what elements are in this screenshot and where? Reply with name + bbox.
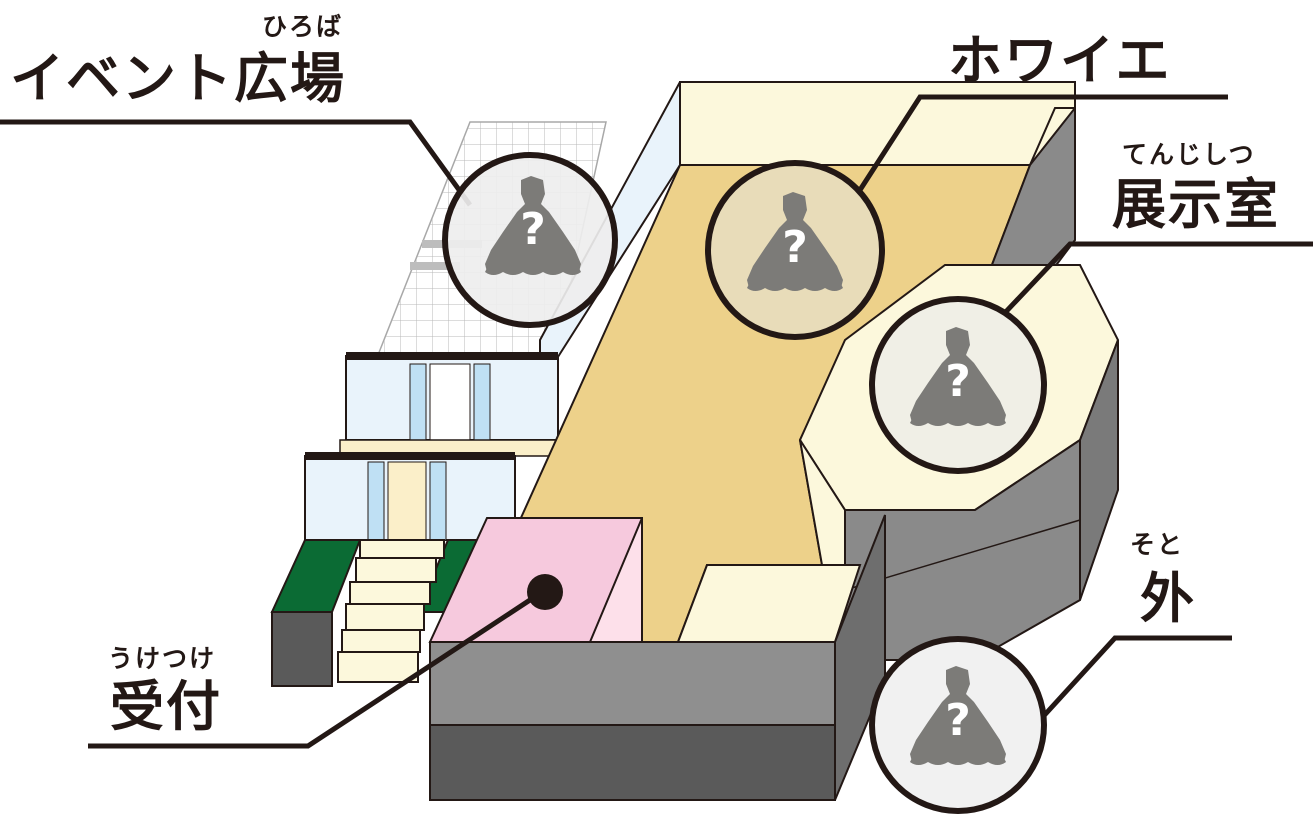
mystery-bag-icon: ? (782, 222, 808, 273)
reception-label[interactable]: 受付 (110, 675, 222, 738)
event-plaza-marker[interactable]: ? (442, 152, 618, 328)
foyer-label[interactable]: ホワイエ (948, 29, 1172, 92)
reception-point (527, 574, 563, 610)
entrance-steps (337, 539, 445, 683)
event-plaza-label[interactable]: イベント広場 (10, 47, 346, 110)
exhibition-room-ruby: てんじしつ (1122, 140, 1256, 169)
leader-lines (0, 94, 1313, 749)
front-wall-lower (429, 724, 836, 801)
mystery-bag-icon: ? (520, 204, 546, 255)
reception-ruby: うけつけ (108, 644, 217, 673)
foyer-back-wall (679, 81, 1076, 166)
outside-label[interactable]: 外 (1140, 567, 1196, 630)
lower-block-roof (305, 452, 515, 460)
exhibition-room-label[interactable]: 展示室 (1112, 173, 1280, 236)
outside-ruby: そと (1130, 530, 1185, 559)
event-plaza-bench (410, 262, 460, 270)
exhibition-room-marker[interactable]: ? (869, 296, 1047, 474)
front-wall-upper (429, 641, 836, 726)
mystery-bag-icon: ? (945, 356, 971, 407)
lawn-left (270, 539, 362, 613)
foyer-marker[interactable]: ? (705, 160, 885, 340)
upper-block-roof (346, 352, 558, 360)
storage-block (676, 564, 862, 643)
mystery-bag-icon: ? (945, 695, 971, 746)
event-plaza-ruby: ひろば (262, 12, 344, 41)
outside-marker[interactable]: ? (869, 636, 1047, 814)
